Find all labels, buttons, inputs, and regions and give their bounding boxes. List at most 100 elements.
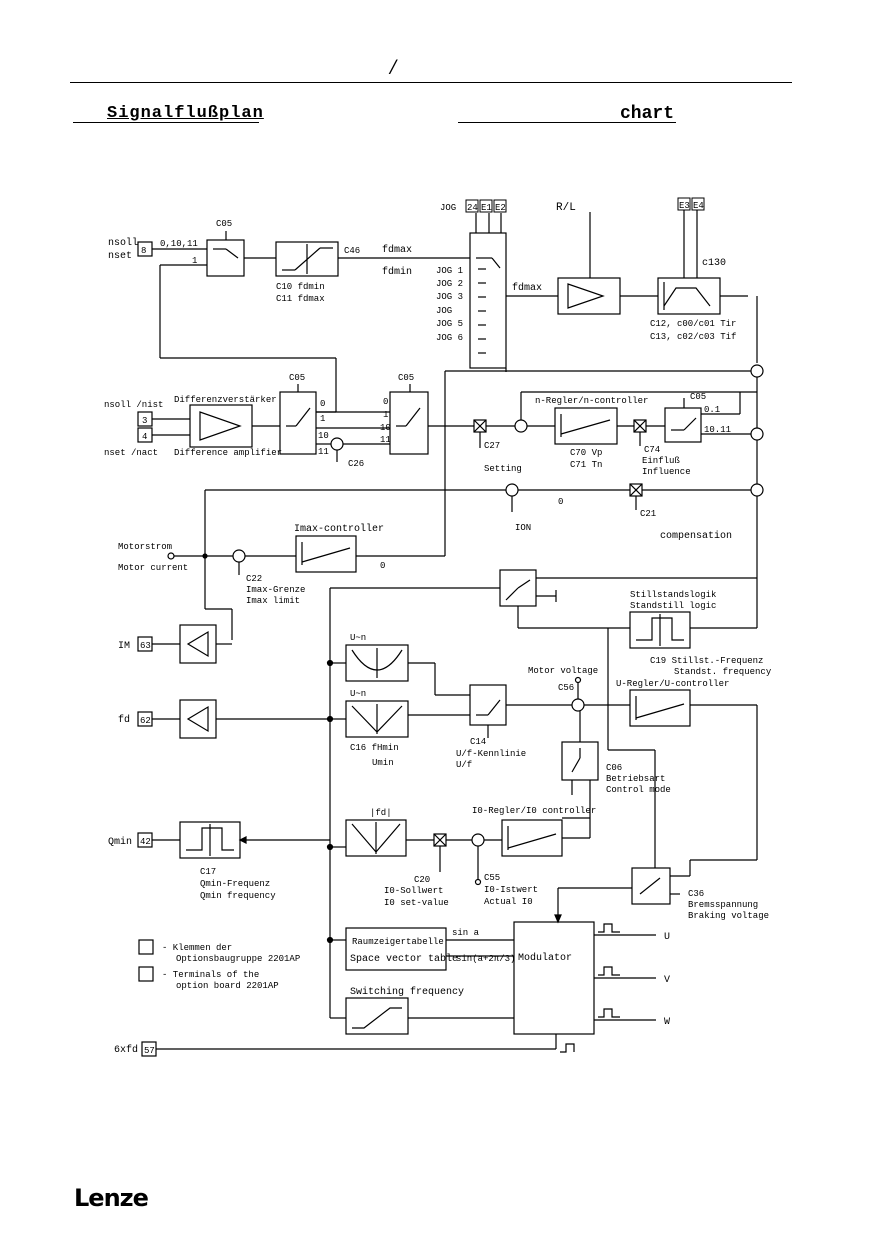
lenze-logo: Lenze [74, 1184, 149, 1212]
modulator-label: Modulator [518, 952, 572, 964]
term-63-label: 63 [140, 641, 151, 651]
c05-a-label: C05 [216, 219, 232, 229]
switching-frequency [345, 997, 409, 1035]
sw2-label-10: 10 [380, 423, 391, 433]
switch-c06 [561, 741, 599, 781]
c36-label: C36 [688, 889, 704, 899]
c17-label: C17 [200, 867, 216, 877]
qmin-freq-en: Qmin frequency [200, 891, 276, 901]
sw2-label-1: 1 [383, 410, 388, 420]
c12-label: C12, c00/c01 Tir [650, 319, 736, 329]
qmin-label: Qmin [108, 836, 132, 848]
n-controller-label: n-Regler/n-controller [535, 396, 648, 406]
motorstrom-label: Motorstrom [118, 542, 172, 552]
c11-label: C11 fdmax [276, 294, 325, 304]
jog-term-e1: E1 [481, 203, 492, 213]
imax-limit-label: Imax limit [246, 596, 300, 606]
standstill-logic [629, 611, 691, 649]
jog-5: JOG 5 [436, 319, 463, 329]
setting-label: Setting [484, 464, 522, 474]
output-v: V [664, 975, 670, 986]
term-e3: E3 [679, 201, 690, 211]
im-label: IM [118, 641, 130, 652]
sum-node-2 [750, 427, 764, 441]
motor-current-label: Motor current [118, 563, 188, 573]
term-62-label: 62 [140, 716, 151, 726]
c56-label: C56 [558, 683, 574, 693]
sum-node-imax [232, 549, 246, 563]
space-vector-table [345, 927, 447, 971]
sin-a-label: sin a [452, 928, 480, 938]
c20-label: C20 [414, 875, 430, 885]
jog-term-24: 24 [467, 203, 478, 213]
jog-term-e2: E2 [495, 203, 506, 213]
jog-terminal-labels [465, 197, 705, 213]
modulator [513, 921, 595, 1035]
fd-abs-block [345, 819, 407, 857]
nset-nact-label: nset /nact [104, 448, 158, 458]
input-1: 1 [192, 256, 197, 266]
legend-1-de: - Klemmen der [162, 943, 232, 953]
sw1-label-11: 11 [318, 447, 329, 457]
c130-label: c130 [702, 258, 726, 269]
imax-grenze-label: Imax-Grenze [246, 585, 305, 595]
legend-2-en-2: option board 2201AP [176, 981, 279, 991]
c13-label: C13, c02/c03 Tif [650, 332, 736, 342]
switching-frequency-label: Switching frequency [350, 986, 464, 998]
sw2-label-11: 11 [380, 435, 391, 445]
einfluss-label: Einfluß [642, 456, 680, 466]
imax-controller [295, 535, 357, 573]
term-57-label: 57 [144, 1046, 155, 1056]
c26-label: C26 [348, 459, 364, 469]
legend-2-en: - Terminals of the [162, 970, 259, 980]
input-0-10-11: 0,10,11 [160, 239, 198, 249]
nsoll-nist-label: nsoll /nist [104, 400, 163, 410]
difference-amplifier [189, 404, 253, 448]
nsoll-label: nsoll [108, 237, 138, 249]
jog-selector [469, 232, 507, 369]
legend-1-de-2: Optionsbaugruppe 2201AP [176, 954, 300, 964]
c06-label: C06 [606, 763, 622, 773]
c05-d-label: C05 [690, 392, 706, 402]
nset-label: nset [108, 251, 132, 262]
influence-label: Influence [642, 467, 691, 477]
switch-c05-a [206, 239, 245, 277]
betriebsart-label: Betriebsart [606, 774, 665, 784]
term-4-label: 4 [142, 432, 147, 442]
qmin-freq-de: Qmin-Frequenz [200, 879, 270, 889]
title-left-underline [73, 122, 259, 123]
i0-setvalue-label: I0 set-value [384, 898, 449, 908]
title-german: Signalflußplan [107, 104, 264, 123]
diff-amp-en: Difference amplifier [174, 448, 282, 458]
u-controller-label: U-Regler/U-controller [616, 679, 729, 689]
imax-zero: 0 [380, 561, 385, 571]
c14-label: C14 [470, 737, 486, 747]
jog-1: JOG 1 [436, 266, 463, 276]
switch-c05-c [389, 391, 429, 455]
sw2-label-0: 0 [383, 397, 388, 407]
term-8-label: 8 [141, 246, 146, 256]
header-slash: / [390, 54, 397, 79]
limiter-c46 [275, 241, 339, 277]
i0-controller [501, 819, 563, 857]
umin-label: Umin [372, 758, 394, 768]
sin-a2-label: sin(a+2π/3) [456, 954, 515, 964]
jog-2: JOG 2 [436, 279, 463, 289]
switch-c05-d [664, 407, 702, 443]
c19-label: C19 Stillst.-Frequenz [650, 656, 763, 666]
fdmin-label: fdmin [382, 266, 412, 278]
i0-actual-label: Actual I0 [484, 897, 533, 907]
legend-box-1 [138, 939, 154, 955]
im-converter [179, 624, 217, 664]
c22-label: C22 [246, 574, 262, 584]
fd-converter [179, 699, 217, 739]
output-w: W [664, 1017, 670, 1028]
standstill-de: Stillstandslogik [630, 590, 716, 600]
rl-label: R/L [556, 202, 576, 214]
u-controller [629, 689, 691, 727]
sum-node-ion [505, 483, 519, 497]
i0-sollwert-label: I0-Sollwert [384, 886, 443, 896]
ramp-amplifier [557, 277, 621, 315]
legend-box-2 [138, 966, 154, 982]
six-fd-label: 6xfd [114, 1044, 138, 1056]
